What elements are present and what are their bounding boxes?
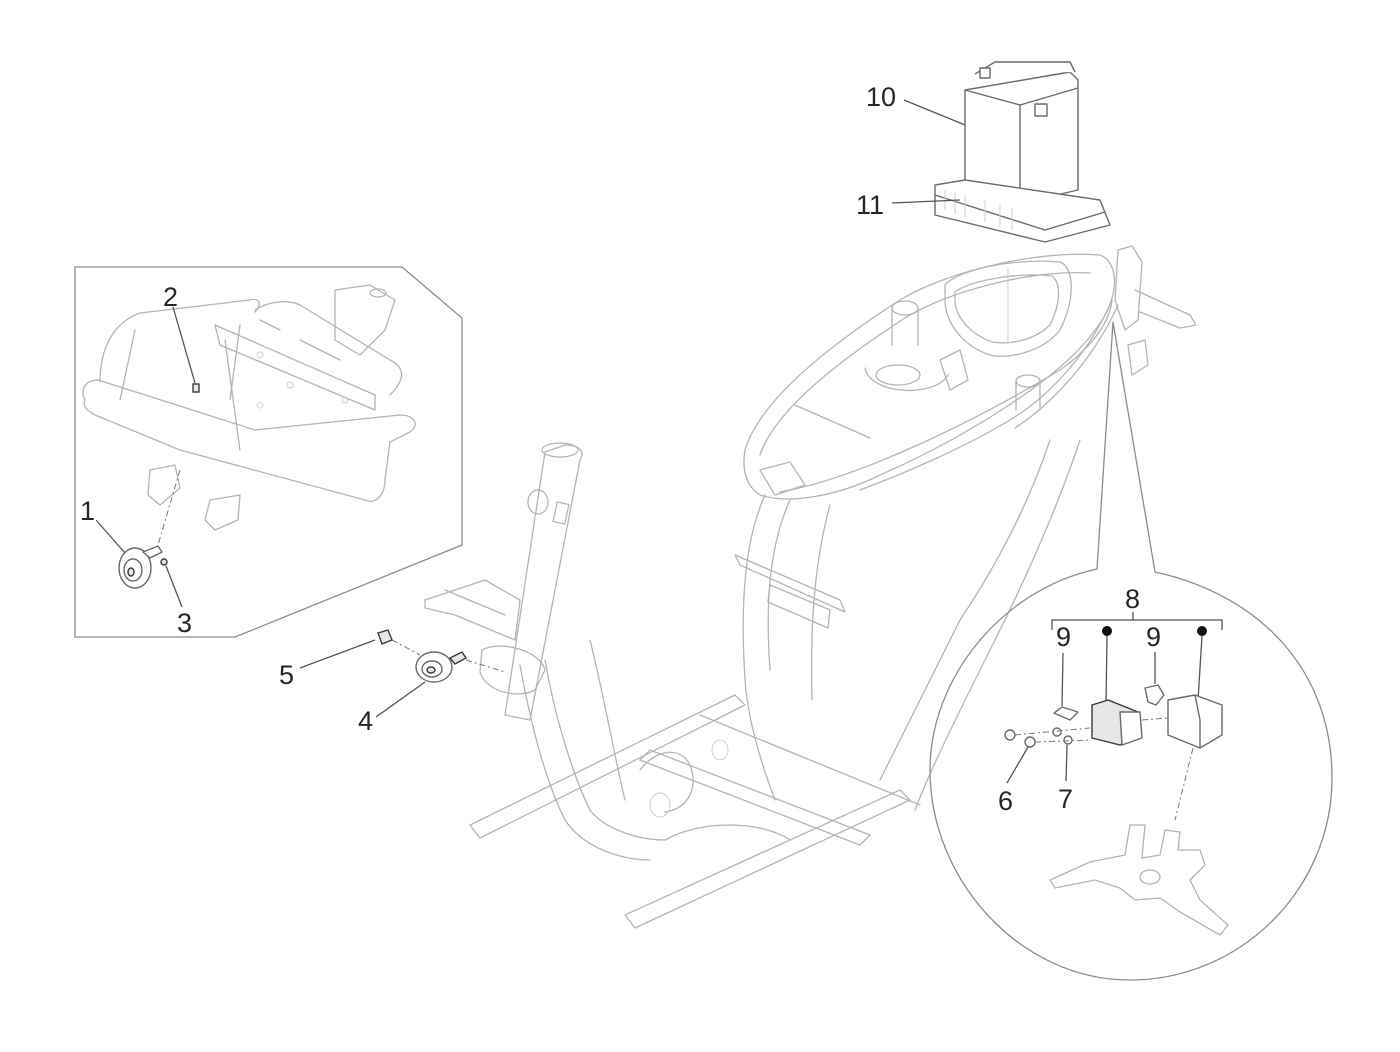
callout-5: 5: [279, 660, 294, 690]
screw-part-6b: [1024, 736, 1036, 748]
fuse-part-9b: [1144, 684, 1165, 706]
scooter-frame: [424, 245, 1197, 929]
callout-2: 2: [163, 282, 178, 312]
callout-10: 10: [866, 82, 896, 112]
fuse-part-9a: [1053, 706, 1079, 721]
screw-part-5: [377, 629, 393, 645]
callout-11: 11: [856, 190, 884, 220]
inset-border: [74, 266, 463, 638]
callout-8: 8: [1125, 584, 1140, 614]
relay-part: [1091, 699, 1143, 746]
relay-mounting-plate: [1049, 824, 1229, 936]
horn-part-1: [118, 545, 163, 589]
front-rack-inset: [74, 266, 463, 638]
detail-callout-outline: [929, 321, 1333, 981]
callout-3: 3: [177, 608, 192, 638]
battery-tray-part-11: [934, 179, 1111, 243]
callout-6: 6: [998, 786, 1013, 816]
screw-part-2: [192, 383, 200, 393]
callout-7: 7: [1058, 784, 1073, 814]
callout-labels: 1 2 3 4 5 6 7 8 9 9 10 11: [80, 82, 1161, 816]
horn-part-4: [415, 651, 468, 683]
nut-part-7a: [1052, 727, 1062, 737]
nut-part-3: [160, 558, 168, 566]
screw-part-6a: [1004, 729, 1016, 741]
group-marker-dot: [1102, 626, 1112, 636]
callout-9b: 9: [1146, 622, 1161, 652]
relay-cover-part: [1167, 694, 1223, 749]
group-marker-dot: [1197, 626, 1207, 636]
callout-1: 1: [80, 496, 95, 526]
battery-part-10: [964, 61, 1079, 206]
relay-detail-circle: [929, 321, 1333, 981]
leader-lines: [95, 99, 1068, 784]
nut-part-7b: [1063, 735, 1073, 745]
callout-4: 4: [358, 706, 373, 736]
callout-9a: 9: [1056, 622, 1071, 652]
